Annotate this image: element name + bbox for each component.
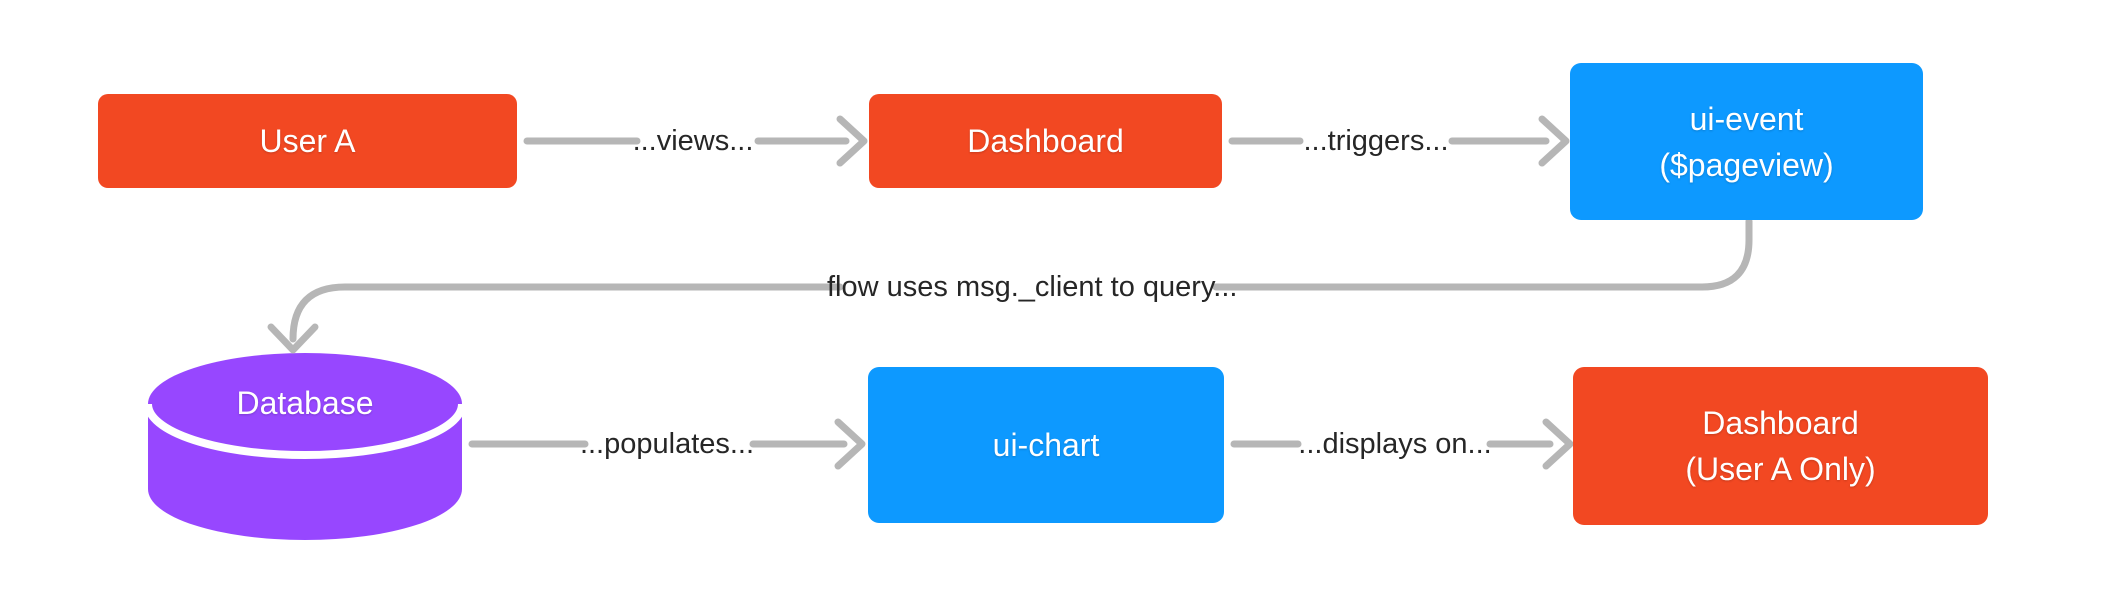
node-user-a: User A (98, 94, 517, 188)
connector-populates (468, 418, 866, 470)
node-dashboard-user-a-only-label-line1: Dashboard (1702, 405, 1859, 441)
connector-views-arrowhead-icon (836, 115, 868, 167)
cylinder-divider (144, 403, 466, 459)
edge-label-query: flow uses msg._client to query... (827, 271, 1238, 303)
node-ui-chart-label: ui-chart (992, 427, 1100, 463)
cylinder-body (148, 404, 462, 540)
connector-displays (1230, 418, 1574, 470)
connector-query-arrowhead-icon (267, 323, 319, 354)
cylinder-lid (148, 353, 462, 455)
edge-label-views: ...views... (632, 125, 754, 157)
node-dashboard-user-a-only: Dashboard (User A Only) (1573, 367, 1988, 525)
connector-displays-arrowhead-icon (1542, 418, 1574, 470)
node-user-a-label: User A (259, 123, 356, 159)
connector-triggers (1228, 115, 1570, 167)
connector-query-line-left (289, 283, 844, 343)
node-dashboard-user-a-only-label-line2: (User A Only) (1685, 451, 1876, 487)
connector-views (523, 115, 868, 167)
node-database-label: Database (236, 385, 374, 421)
edge-label-populates: ...populates... (579, 428, 755, 460)
edge-label-displays: ...displays on... (1298, 428, 1492, 460)
node-ui-chart: ui-chart (868, 367, 1224, 523)
connector-query-line-right (1212, 217, 1753, 291)
database-cylinder-icon (144, 353, 466, 540)
node-dashboard-label: Dashboard (967, 123, 1124, 159)
connector-populates-arrowhead-icon (834, 418, 866, 470)
connector-query (267, 217, 1753, 354)
node-ui-event-label-line1: ui-event (1689, 100, 1804, 137)
node-dashboard: Dashboard (869, 94, 1222, 188)
node-ui-event-label-line2: ($pageview) (1659, 146, 1834, 183)
connector-triggers-arrowhead-icon (1538, 115, 1570, 167)
node-ui-event: ui-event ($pageview) (1570, 63, 1923, 220)
edge-label-triggers: ...triggers... (1303, 125, 1449, 157)
